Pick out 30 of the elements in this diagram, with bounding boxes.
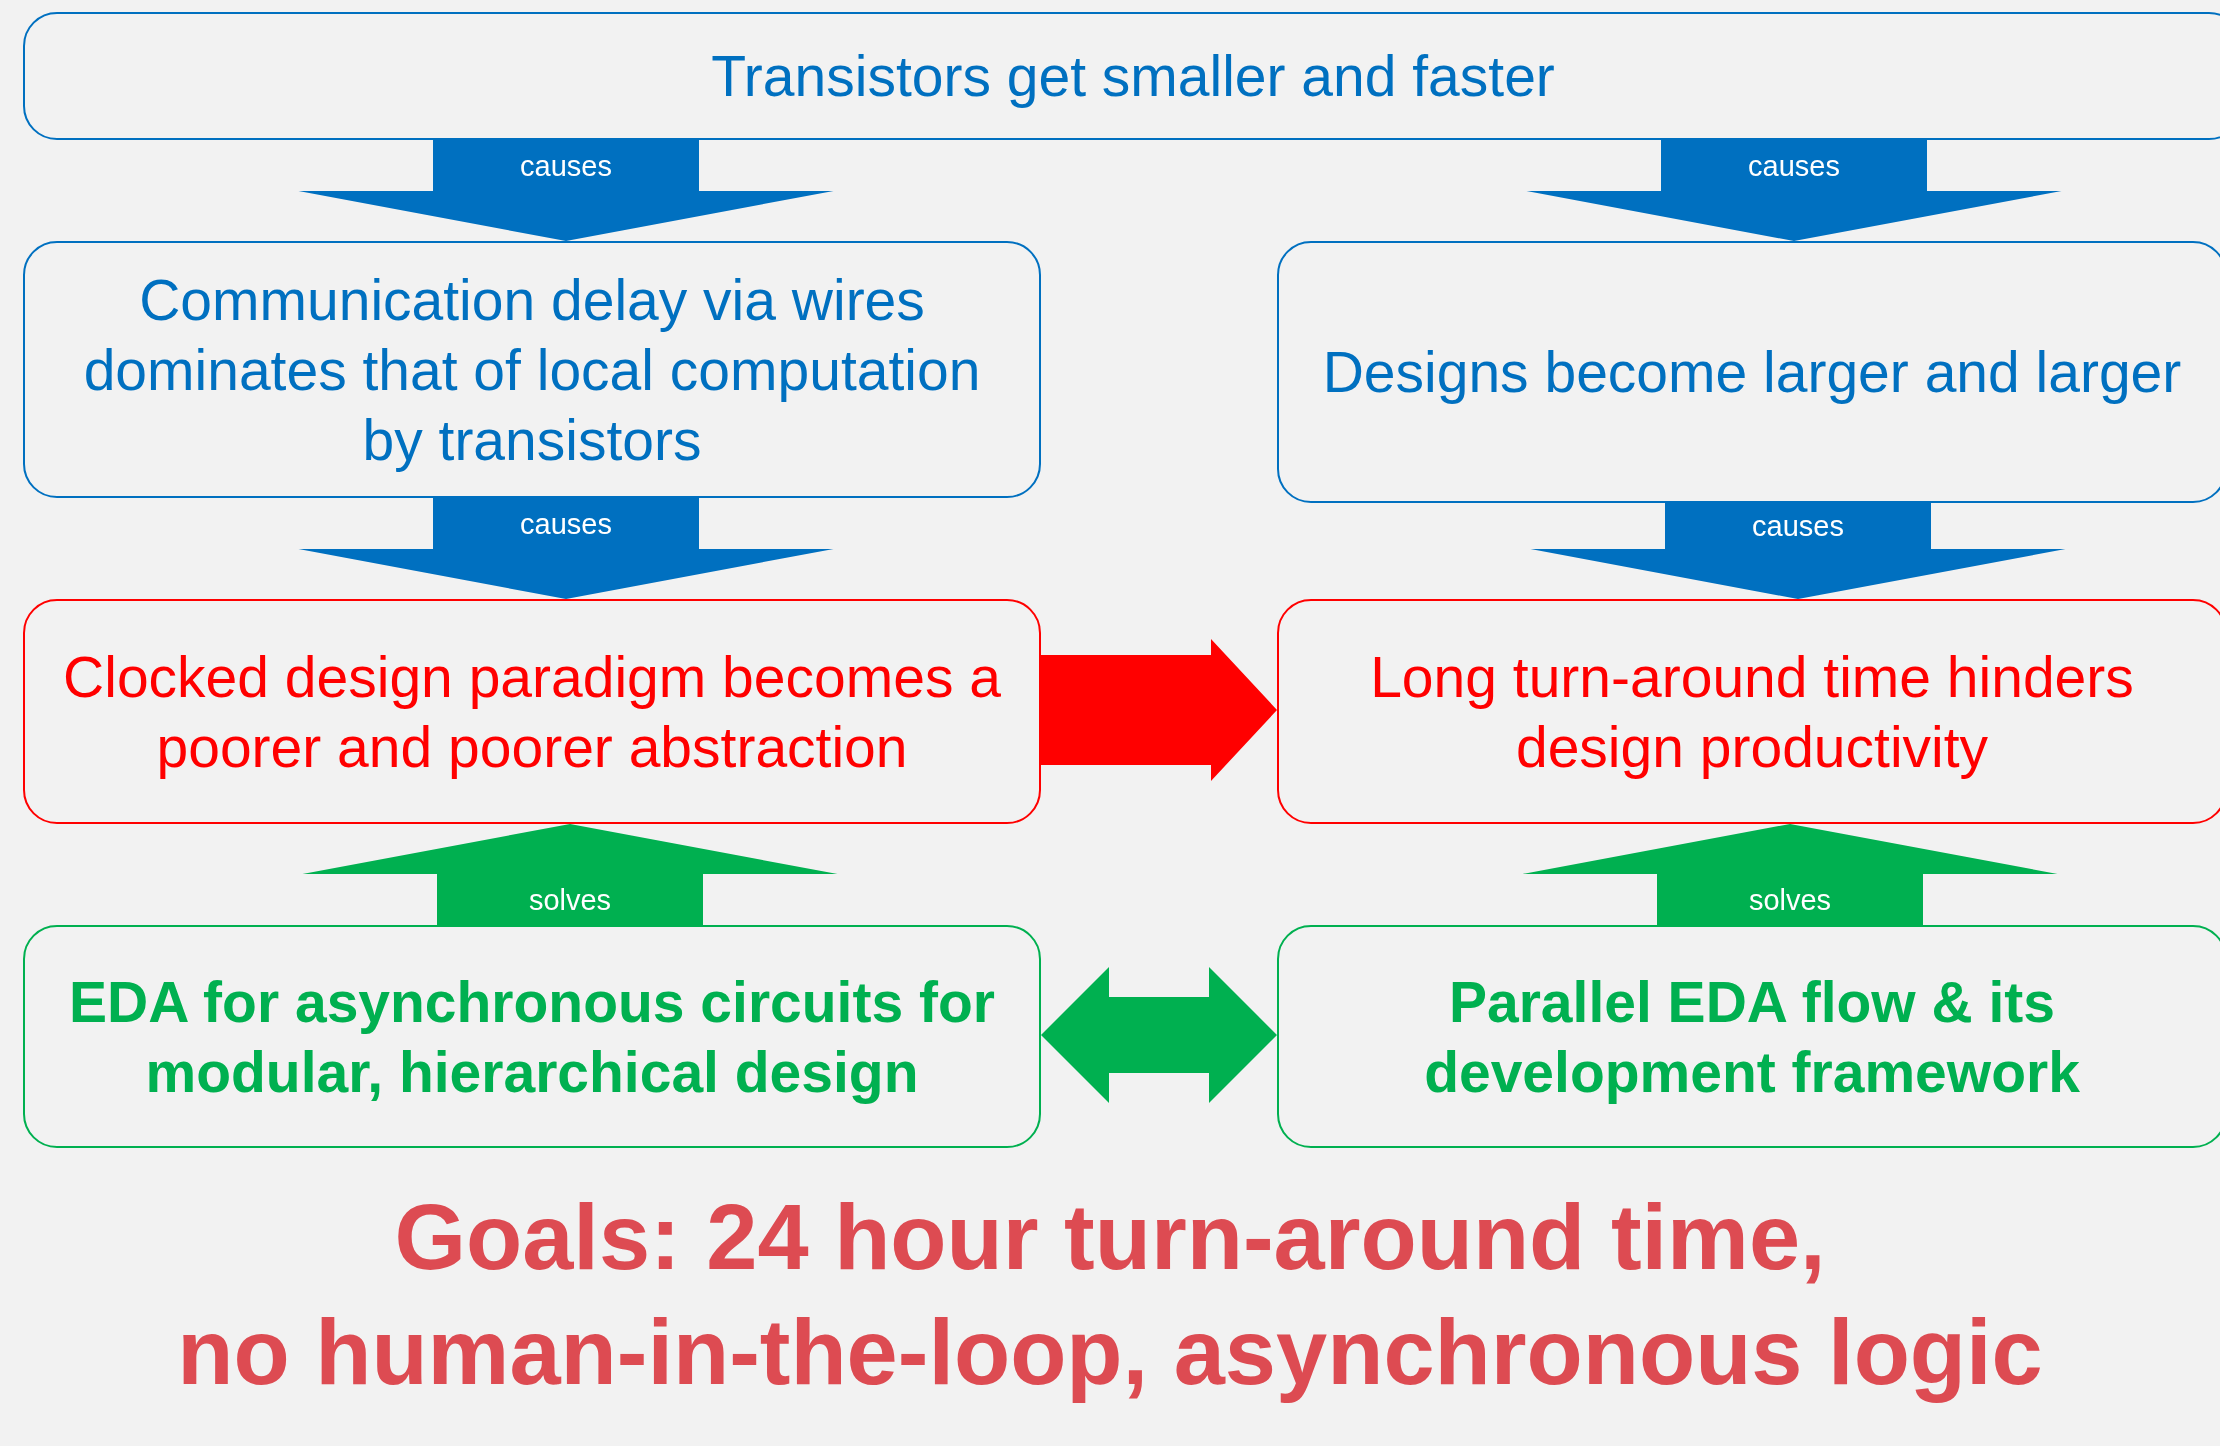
- double-block-arrow: [1041, 967, 1277, 1103]
- block-arrow: [298, 498, 834, 599]
- edge-label: causes: [520, 149, 612, 182]
- box-text: Transistors get smaller and faster: [711, 43, 1555, 110]
- block-arrow: [302, 824, 838, 925]
- text-box: [23, 241, 1041, 498]
- box-text: Designs become larger and larger: [1322, 339, 2182, 406]
- text-box: [1277, 925, 2220, 1148]
- text-box: [23, 12, 2220, 140]
- edge-label: causes: [1752, 509, 1844, 543]
- block-arrow: [1530, 503, 2066, 599]
- box-text: Long turn-around time hinders design productivity: [1369, 643, 2135, 781]
- text-box: [23, 599, 1041, 824]
- edge-label: causes: [520, 507, 612, 540]
- block-arrow: [1526, 140, 2062, 241]
- block-arrow: [298, 140, 834, 241]
- goal-text: Goals: 24 hour turn-around time,: [393, 1185, 1827, 1290]
- box-text: Communication delay via wires dominates that of local computation by transistors: [82, 266, 982, 474]
- edge-label: solves: [1748, 883, 1832, 916]
- goal-text: no human-in-the-loop, asynchronous logic: [176, 1300, 2044, 1405]
- box-text: EDA for asynchronous circuits for modular, hierarchical design: [68, 968, 996, 1106]
- text-box: [1277, 599, 2220, 824]
- box-text: Parallel EDA flow & its development framework: [1423, 968, 2081, 1106]
- block-arrow: [1041, 639, 1277, 781]
- edge-label: causes: [1748, 149, 1840, 182]
- block-arrow: [1522, 824, 2058, 925]
- box-text: Clocked design paradigm becomes a poorer and poorer abstraction: [62, 643, 1002, 781]
- text-box: [23, 925, 1041, 1148]
- edge-label: solves: [528, 883, 612, 916]
- text-box: [1277, 241, 2220, 503]
